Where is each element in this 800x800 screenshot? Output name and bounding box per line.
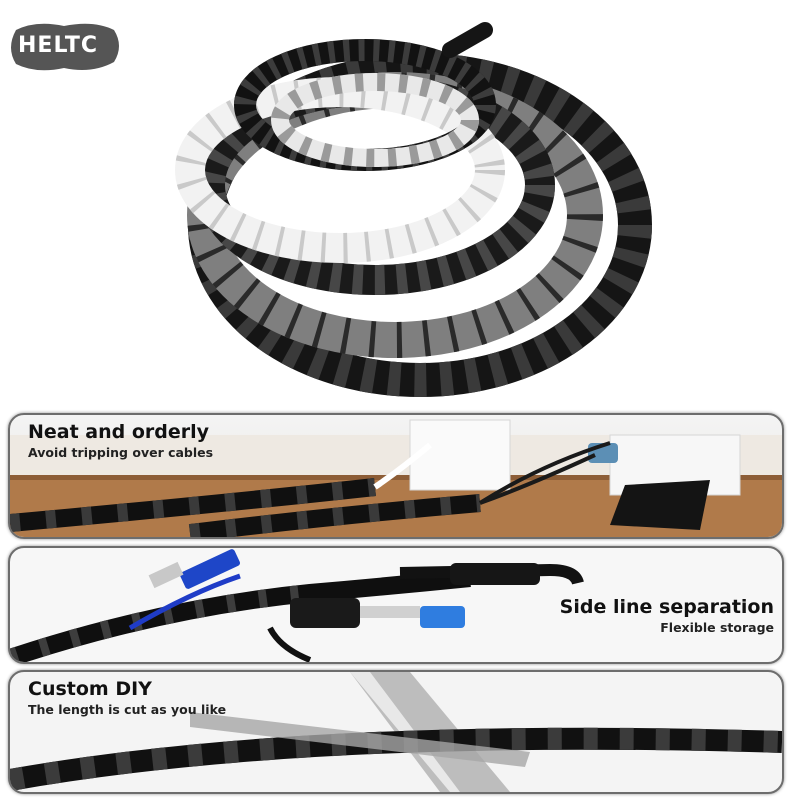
panel-custom-diy: Custom DIY The length is cut as you like <box>8 670 784 794</box>
cutting-spiral-wrap-image <box>10 672 782 792</box>
panel-side-line-separation: Side line separation Flexible storage <box>8 546 784 664</box>
separated-cables-image <box>10 549 584 662</box>
panel-title: Neat and orderly <box>28 421 210 443</box>
panel-title: Custom DIY <box>28 678 152 700</box>
desk-cables-image <box>10 419 782 537</box>
spiral-wrap-coils-image <box>175 22 652 397</box>
panel-subtitle: The length is cut as you like <box>28 702 227 717</box>
panel-title: Side line separation <box>559 596 774 618</box>
panel-neat-and-orderly: Neat and orderly Avoid tripping over cab… <box>8 413 784 539</box>
panel-subtitle: Avoid tripping over cables <box>28 445 214 460</box>
panel-subtitle: Flexible storage <box>660 620 774 635</box>
brand-logo-text: HELTC <box>18 33 98 58</box>
brand-logo <box>11 23 119 71</box>
